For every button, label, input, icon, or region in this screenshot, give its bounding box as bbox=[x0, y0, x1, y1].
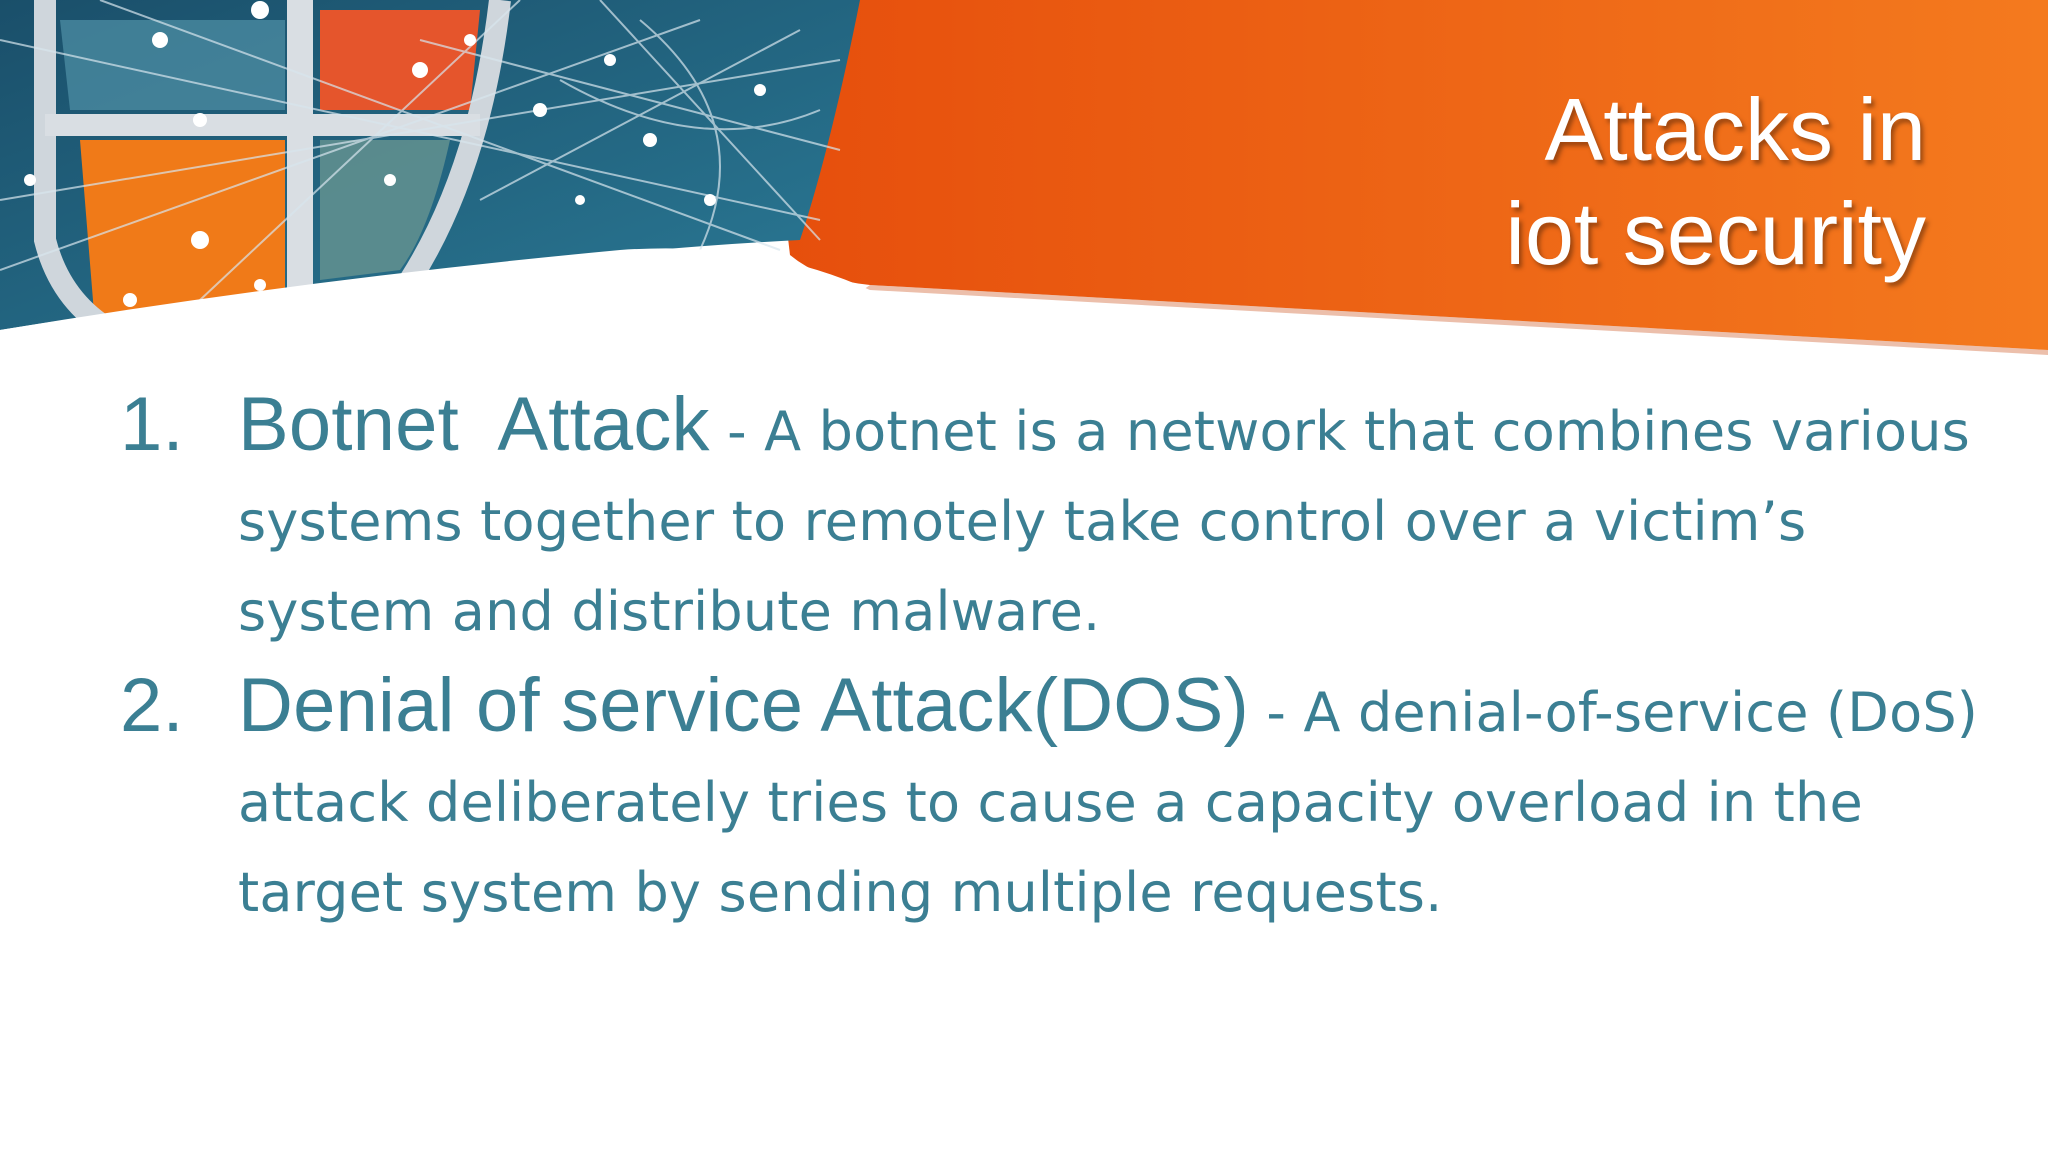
list-term: Botnet Attack bbox=[238, 382, 710, 467]
slide-title: Attacks in iot security bbox=[1026, 78, 1926, 286]
list-term: Denial of service Attack(DOS) bbox=[238, 663, 1250, 748]
attack-list: 1. Botnet Attack - A botnet is a network… bbox=[120, 380, 2000, 938]
title-line-2: iot security bbox=[1505, 184, 1926, 283]
header-banner bbox=[0, 0, 2048, 360]
list-number: 2. bbox=[120, 663, 184, 748]
list-item-botnet: 1. Botnet Attack - A botnet is a network… bbox=[120, 380, 2000, 657]
list-description: - A denial-of-service (DoS) attack delib… bbox=[238, 681, 1979, 924]
list-description: - A botnet is a network that combines va… bbox=[238, 400, 1971, 643]
network-shield-illustration bbox=[0, 0, 860, 340]
list-item-dos: 2. Denial of service Attack(DOS) - A den… bbox=[120, 661, 2000, 938]
list-number: 1. bbox=[120, 382, 184, 467]
title-line-1: Attacks in bbox=[1544, 80, 1926, 179]
